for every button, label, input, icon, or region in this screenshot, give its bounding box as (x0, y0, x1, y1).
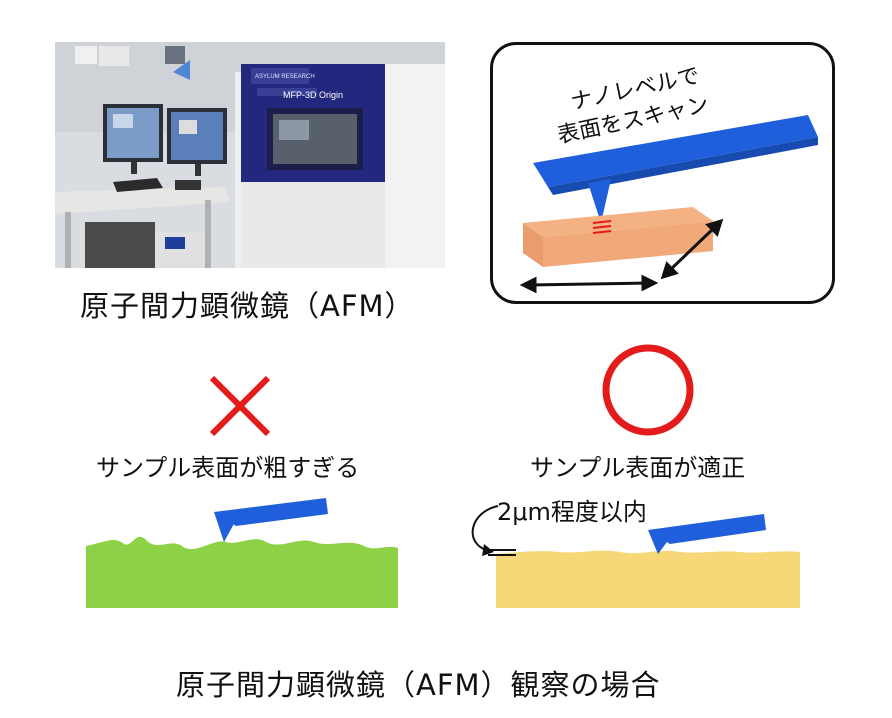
afm-lab-illustration: MFP-3D Origin ASYLUM RESEARCH (55, 42, 445, 268)
circle-icon (600, 342, 696, 438)
rough-surface (86, 536, 398, 608)
instrument-model-label: MFP-3D Origin (283, 90, 343, 100)
cross-icon (206, 372, 274, 440)
smooth-surface (496, 550, 800, 608)
sample-block-top (523, 207, 713, 237)
rough-surface-label: サンプル表面が粗すぎる (96, 454, 360, 482)
scan-schematic: ナノレベルで 表面をスキャン (519, 64, 818, 294)
ok-surface-illustration (460, 490, 800, 610)
ok-probe-tip (648, 530, 670, 554)
rough-cantilever (214, 498, 328, 526)
afm-instrument-photo: MFP-3D Origin ASYLUM RESEARCH (55, 42, 445, 268)
cantilever (533, 115, 818, 187)
ok-surface-label: サンプル表面が適正 (530, 454, 746, 482)
ok-cantilever (648, 514, 766, 544)
tolerance-arrow (471, 505, 499, 551)
scan-arrows (519, 218, 724, 294)
afm-caption: 原子間力顕微鏡（AFM） (80, 289, 415, 323)
cantilever-side (548, 137, 818, 195)
probe-tip (588, 179, 611, 223)
scan-schematic-box: ナノレベルで 表面をスキャン (490, 42, 835, 304)
rough-probe-tip (214, 512, 236, 542)
scan-lines (592, 220, 612, 234)
bottom-caption: 原子間力顕微鏡（AFM）観察の場合 (176, 668, 661, 702)
height-tolerance-note: 2μm程度以内 (497, 498, 647, 526)
rough-surface-illustration (86, 490, 398, 610)
sample-block-front (523, 223, 543, 267)
sample-block-face (543, 221, 713, 267)
instrument-brand-label: ASYLUM RESEARCH (255, 74, 315, 80)
